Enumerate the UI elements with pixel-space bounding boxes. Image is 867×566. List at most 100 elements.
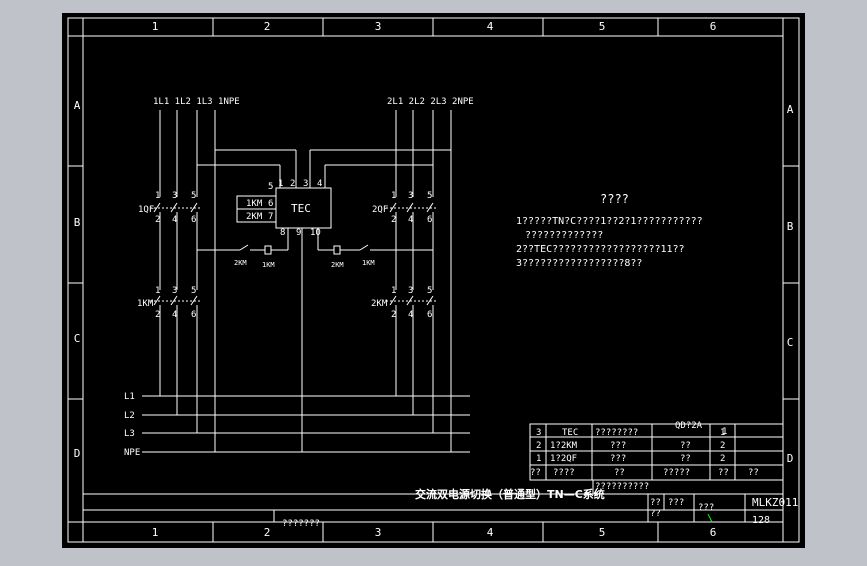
pole-r-km-6: 6 [427, 310, 432, 320]
bom-row-2-name: ??? [610, 441, 626, 451]
zone-col-6-bottom: 6 [710, 526, 717, 539]
pole-r-qf-6: 6 [427, 215, 432, 225]
pole-r-qf-1: 1 [391, 191, 396, 201]
pole-r-km-3: 3 [408, 286, 413, 296]
bom-row-4-no: ?? [530, 468, 541, 478]
zone-col-3-top: 3 [375, 20, 382, 33]
pole-r-qf-4: 4 [408, 215, 413, 225]
zone-row-a-left: A [74, 99, 81, 112]
title-label-e: ??? [698, 503, 714, 513]
bom-row-3-code: 1?2QF [550, 454, 577, 464]
title-label-d: ?? [650, 509, 661, 519]
bom-row-1-qty: 1 [720, 428, 725, 438]
zone-row-c-left: C [74, 332, 81, 345]
zone-row-b-right: B [787, 220, 794, 233]
notes-line-4: 3?????????????????8?? [516, 258, 642, 269]
pole-r-qf-2: 2 [391, 215, 396, 225]
bom-row-3: 1 1?2QF ??? ?? 2 [536, 454, 725, 464]
technical-notes: ???? 1?????TN?C????1??2?1??????????? ???… [516, 192, 703, 269]
zone-labels: 1 2 3 4 5 6 1 2 3 4 5 6 A B C D A B C D [74, 20, 794, 539]
bus-l2-label: L2 [124, 411, 135, 421]
pin-5: 5 [268, 182, 273, 192]
title-label-c: ??? [668, 498, 684, 508]
zone-row-a-right: A [787, 103, 794, 116]
notes-line-3: 2??TEC??????????????????11?? [516, 244, 685, 255]
pole-l-qf-5: 5 [191, 191, 196, 201]
pole-r-km-2: 2 [391, 310, 396, 320]
zone-col-5-top: 5 [599, 20, 606, 33]
zone-col-4-top: 4 [487, 20, 494, 33]
bom-row-4-name: ?? [614, 468, 625, 478]
zone-col-1-bottom: 1 [152, 526, 159, 539]
bom-row-1-name: ???????? [595, 428, 638, 438]
pole-l-qf-6: 6 [191, 215, 196, 225]
bom-row-2-spec: ?? [680, 441, 691, 451]
pole-r-qf-5: 5 [427, 191, 432, 201]
zone-col-2-bottom: 2 [264, 526, 271, 539]
bus-l3-label: L3 [124, 429, 135, 439]
title-block: 交流双电源切换（普通型）TN—C系统 ?????????? ?? ??? ?? … [282, 482, 798, 529]
bom-table: QD?2A 1 3 TEC ???????? 1 2 1?2KM ??? ?? … [530, 421, 759, 478]
bom-row-3-no: 1 [536, 454, 541, 464]
sheet-number: 128 [752, 515, 770, 526]
zone-row-c-right: C [787, 336, 794, 349]
title-label-a: ?????????? [595, 482, 649, 492]
pin-7: 7 [268, 212, 273, 222]
bom-table-grid [529, 423, 784, 481]
pole-l-qf-3: 3 [172, 191, 177, 201]
pole-l-km-4: 4 [172, 310, 177, 320]
bom-row-2-code: 1?2KM [550, 441, 578, 451]
bom-row-1-code: TEC [562, 428, 578, 438]
bom-header-num: 1 [722, 427, 727, 437]
pole-l-km-1: 1 [155, 286, 160, 296]
pole-r-km-4: 4 [408, 310, 413, 320]
bom-row-2-no: 2 [536, 441, 541, 451]
drawing-code: MLKZ011 [752, 496, 798, 509]
interlock-2km-label: 2KM [246, 212, 263, 222]
pin-10: 10 [310, 228, 321, 238]
zone-col-2-top: 2 [264, 20, 271, 33]
pin-8: 8 [280, 228, 285, 238]
pole-l-qf-4: 4 [172, 215, 177, 225]
bus-l1-label: L1 [124, 392, 135, 402]
bom-row-1-no: 3 [536, 428, 541, 438]
qf1-label: 1QF [138, 205, 154, 215]
schematic-wiring [142, 110, 470, 453]
pole-l-qf-1: 1 [155, 191, 160, 201]
bom-row-4-code: ???? [553, 468, 575, 478]
bom-row-3-qty: 2 [720, 454, 725, 464]
zone-col-6-top: 6 [710, 20, 717, 33]
coil-left-2km: 2KM [234, 259, 247, 267]
pin-6: 6 [268, 199, 273, 209]
pole-r-km-5: 5 [427, 286, 432, 296]
bus-npe-label: NPE [124, 448, 140, 458]
bom-row-4-note: ?? [748, 468, 759, 478]
pole-l-km-3: 3 [172, 286, 177, 296]
bom-row-4-spec: ????? [663, 468, 690, 478]
pin-1: 1 [278, 179, 283, 189]
bom-row-2-qty: 2 [720, 441, 725, 451]
qf2-label: 2QF [372, 205, 388, 215]
km2-label: 2KM [371, 299, 388, 309]
pole-r-km-1: 1 [391, 286, 396, 296]
coil-right-2km: 2KM [331, 261, 344, 269]
pin-9: 9 [296, 228, 301, 238]
pin-4: 4 [317, 179, 322, 189]
pole-l-qf-2: 2 [155, 215, 160, 225]
coil-left-1km: 1KM [262, 261, 275, 269]
zone-col-1-top: 1 [152, 20, 159, 33]
company-name: ??????? [282, 519, 320, 529]
title-label-b: ?? [650, 498, 661, 508]
notes-line-1: 1?????TN?C????1??2?1??????????? [516, 216, 703, 227]
bom-row-1: 3 TEC ???????? 1 [536, 428, 725, 438]
bom-row-3-spec: ?? [680, 454, 691, 464]
bom-row-3-name: ??? [610, 454, 626, 464]
interlock-1km-label: 1KM [246, 199, 263, 209]
schematic-labels: 1L1 1L2 1L3 1NPE 2L1 2L2 2L3 2NPE 1QF 2Q… [124, 97, 474, 458]
bom-header-code: QD?2A [675, 421, 703, 431]
zone-row-b-left: B [74, 216, 81, 229]
notes-line-2: ????????????? [525, 230, 603, 241]
pin-3: 3 [303, 179, 308, 189]
